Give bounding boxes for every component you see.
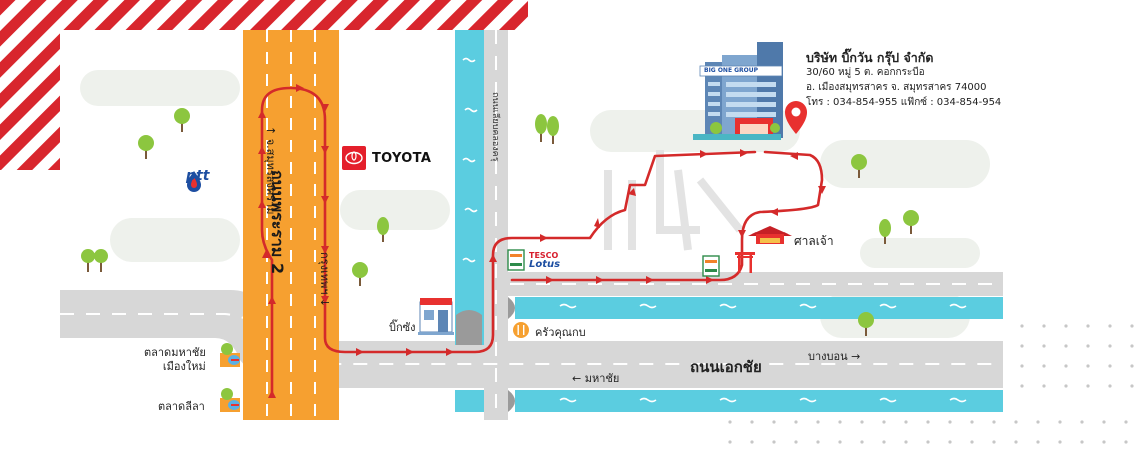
toyota-label: TOYOTA <box>372 150 432 166</box>
building-sign: BIG ONE GROUP <box>704 67 759 74</box>
route-arrow <box>268 390 276 398</box>
location-pin-icon <box>785 101 807 134</box>
route-arrow <box>770 208 778 216</box>
route-arrow <box>321 296 329 304</box>
bangkok-label: กรุงเทพฯ ↓ <box>318 252 331 308</box>
shrine-label: ศาลเจ้า <box>794 234 834 248</box>
route-arrow <box>628 188 636 196</box>
road-dashes <box>60 30 1003 410</box>
ptt-label: ptt <box>186 168 210 184</box>
side-streets <box>604 150 744 251</box>
toyota-landmark: TOYOTA <box>342 146 431 170</box>
rama2-highway <box>243 30 339 420</box>
tesco-lotus-label: TESCO Lotus <box>529 251 561 270</box>
torii-gate-icon <box>735 252 755 273</box>
route-arrow <box>258 146 266 154</box>
shop-icon <box>418 298 454 335</box>
seven-eleven-icon <box>702 255 720 277</box>
route-arrow <box>790 152 798 160</box>
mahachai-label: ← มหาชัย <box>572 372 620 385</box>
toyota-logo-icon <box>342 146 366 170</box>
company-building-icon <box>693 42 783 140</box>
route-arrow <box>258 200 266 208</box>
route-arrow <box>740 149 748 157</box>
route-arrow <box>818 186 826 194</box>
route-arrows <box>258 84 826 398</box>
route-arrow <box>321 246 329 254</box>
bang-bon-label: บางบอน → <box>808 350 861 363</box>
route-arrow <box>356 348 364 356</box>
company-info: บริษัท บิ๊กวัน กรุ๊ป จำกัด 30/60 หมู่ 5 … <box>806 50 1001 110</box>
route-arrow <box>646 276 654 284</box>
company-address-1: 30/60 หมู่ 5 ต. คอกกระบือ <box>806 67 925 78</box>
market-mahachai-line-1: ตลาดมหาชัย <box>144 346 206 359</box>
tesco-label: TESCO <box>529 251 559 260</box>
samut-songkhram-label: ↑ จ.สมุทรสงคราม <box>264 126 277 215</box>
route-arrow <box>546 276 554 284</box>
route-arrow <box>296 84 304 92</box>
route-line <box>260 86 824 397</box>
route-arrow <box>706 276 714 284</box>
route-arrow <box>268 296 276 304</box>
route-arrow <box>406 348 414 356</box>
restaurant-label: ครัวคุณกบ <box>535 326 586 339</box>
seven-eleven-icon <box>507 249 525 271</box>
route-arrow <box>540 234 548 242</box>
market-mahachai-label: ตลาดมหาชัย เมืองใหม่ <box>144 346 206 374</box>
canal-road-label: ถนนเลียบคลองครุ <box>490 92 500 162</box>
ekkachai-road-label: ถนนเอกชัย <box>690 358 762 376</box>
route-arrow <box>596 276 604 284</box>
route-arrow <box>321 196 329 204</box>
route-arrow <box>446 348 454 356</box>
ptt-logo-icon <box>187 171 201 192</box>
market-icon <box>220 388 240 412</box>
bigc-label: บิ๊กซัง <box>389 321 416 334</box>
company-phone: โทร : 034-854-955 แฟ๊กซ์ : 034-854-954 <box>806 97 1002 108</box>
route-arrow <box>594 218 600 228</box>
lotus-label: Lotus <box>529 259 561 270</box>
market-lila-label: ตลาดลีลา <box>158 400 205 413</box>
park-areas <box>80 70 990 338</box>
market-mahachai-line-2: เมืองใหม่ <box>162 360 206 373</box>
route-arrow <box>738 230 746 238</box>
dot-pattern <box>728 324 1134 444</box>
restaurant-icon <box>513 322 529 338</box>
route-arrow <box>262 250 270 258</box>
route-arrow <box>321 104 329 112</box>
market-icon <box>220 343 240 367</box>
route-arrow <box>700 150 708 158</box>
company-address-2: อ. เมืองสมุทรสาคร จ. สมุทรสาคร 74000 <box>806 82 987 93</box>
route-arrow <box>258 110 266 118</box>
tree-icon <box>81 108 919 336</box>
route-arrow <box>489 254 497 262</box>
company-name: บริษัท บิ๊กวัน กรุ๊ป จำกัด <box>806 50 934 65</box>
shrine-icon <box>748 226 792 244</box>
canals <box>455 30 1003 412</box>
route-arrow <box>321 146 329 154</box>
